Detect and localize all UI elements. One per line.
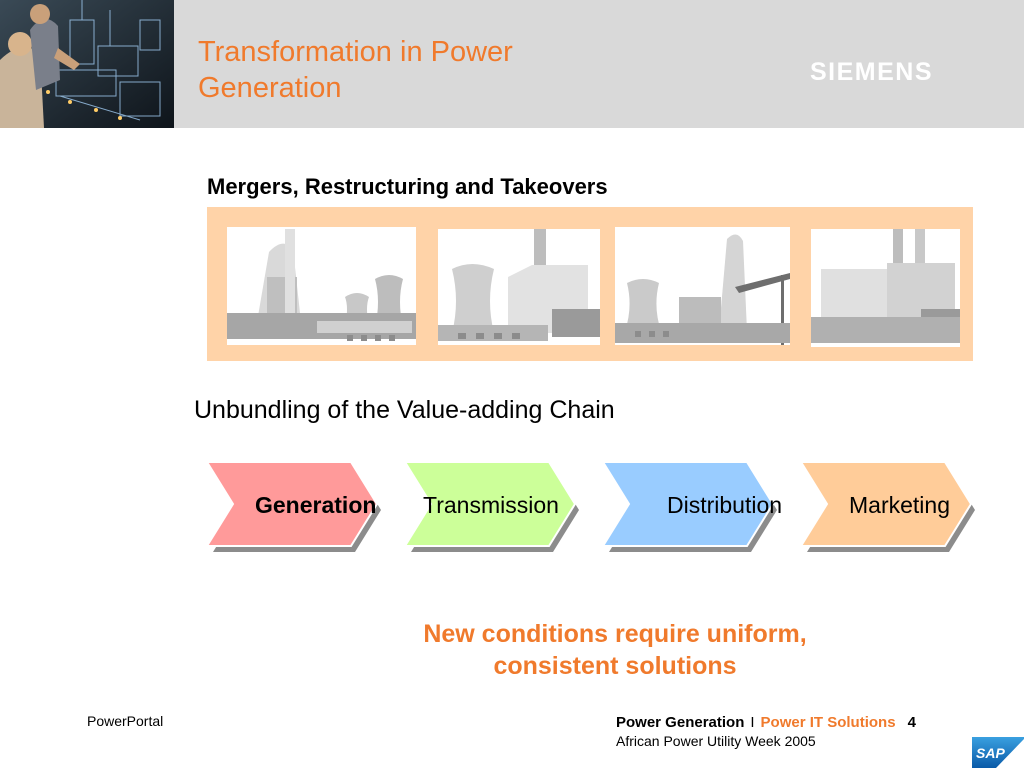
power-plant-illustration-3 bbox=[615, 227, 790, 345]
power-plant-illustration-4 bbox=[811, 229, 960, 347]
sap-logo-text: SAP bbox=[976, 745, 1005, 761]
slide-title: Transformation in Power Generation bbox=[198, 34, 618, 106]
chain-step-marketing: Marketing bbox=[799, 460, 977, 556]
chain-label-generation: Generation bbox=[255, 492, 377, 518]
value-chain-heading: Unbundling of the Value-adding Chain bbox=[194, 396, 615, 424]
chain-step-generation: Generation bbox=[205, 460, 383, 556]
value-chain: Generation Transmission Distribution Mar… bbox=[205, 460, 985, 560]
slide-title-line-2: Generation bbox=[198, 72, 342, 104]
footer-department: Power Generation bbox=[616, 714, 745, 731]
footer-solutions: Power IT Solutions bbox=[760, 714, 896, 731]
chain-label-marketing: Marketing bbox=[849, 492, 950, 518]
mergers-heading: Mergers, Restructuring and Takeovers bbox=[207, 174, 608, 199]
slide-header: Transformation in Power Generation SIEME… bbox=[0, 0, 1024, 128]
power-plant-illustration-1 bbox=[227, 227, 416, 345]
footer-event: African Power Utility Week 2005 bbox=[616, 733, 816, 749]
footer-separator: I bbox=[750, 714, 755, 731]
engineers-with-plant-model-image bbox=[0, 0, 174, 128]
page-number: 4 bbox=[907, 714, 916, 731]
sap-logo: SAP bbox=[972, 737, 1024, 768]
power-plant-illustration-2 bbox=[438, 229, 600, 345]
chain-label-transmission: Transmission bbox=[423, 492, 559, 518]
footer-product-name: PowerPortal bbox=[87, 713, 164, 729]
power-plant-strip bbox=[207, 207, 973, 361]
chain-label-distribution: Distribution bbox=[667, 492, 783, 518]
siemens-logo: SIEMENS bbox=[810, 58, 934, 86]
conclusion-line-1: New conditions require uniform, bbox=[423, 620, 807, 648]
slide-title-line-1: Transformation in Power bbox=[198, 36, 513, 68]
conclusion-text: New conditions require uniform, consiste… bbox=[370, 618, 860, 682]
chain-step-transmission: Transmission bbox=[403, 460, 581, 556]
chain-step-distribution: Distribution bbox=[601, 460, 783, 556]
footer-department-line: Power Generation I Power IT Solutions 4 bbox=[616, 714, 916, 731]
conclusion-line-2: consistent solutions bbox=[493, 652, 737, 680]
